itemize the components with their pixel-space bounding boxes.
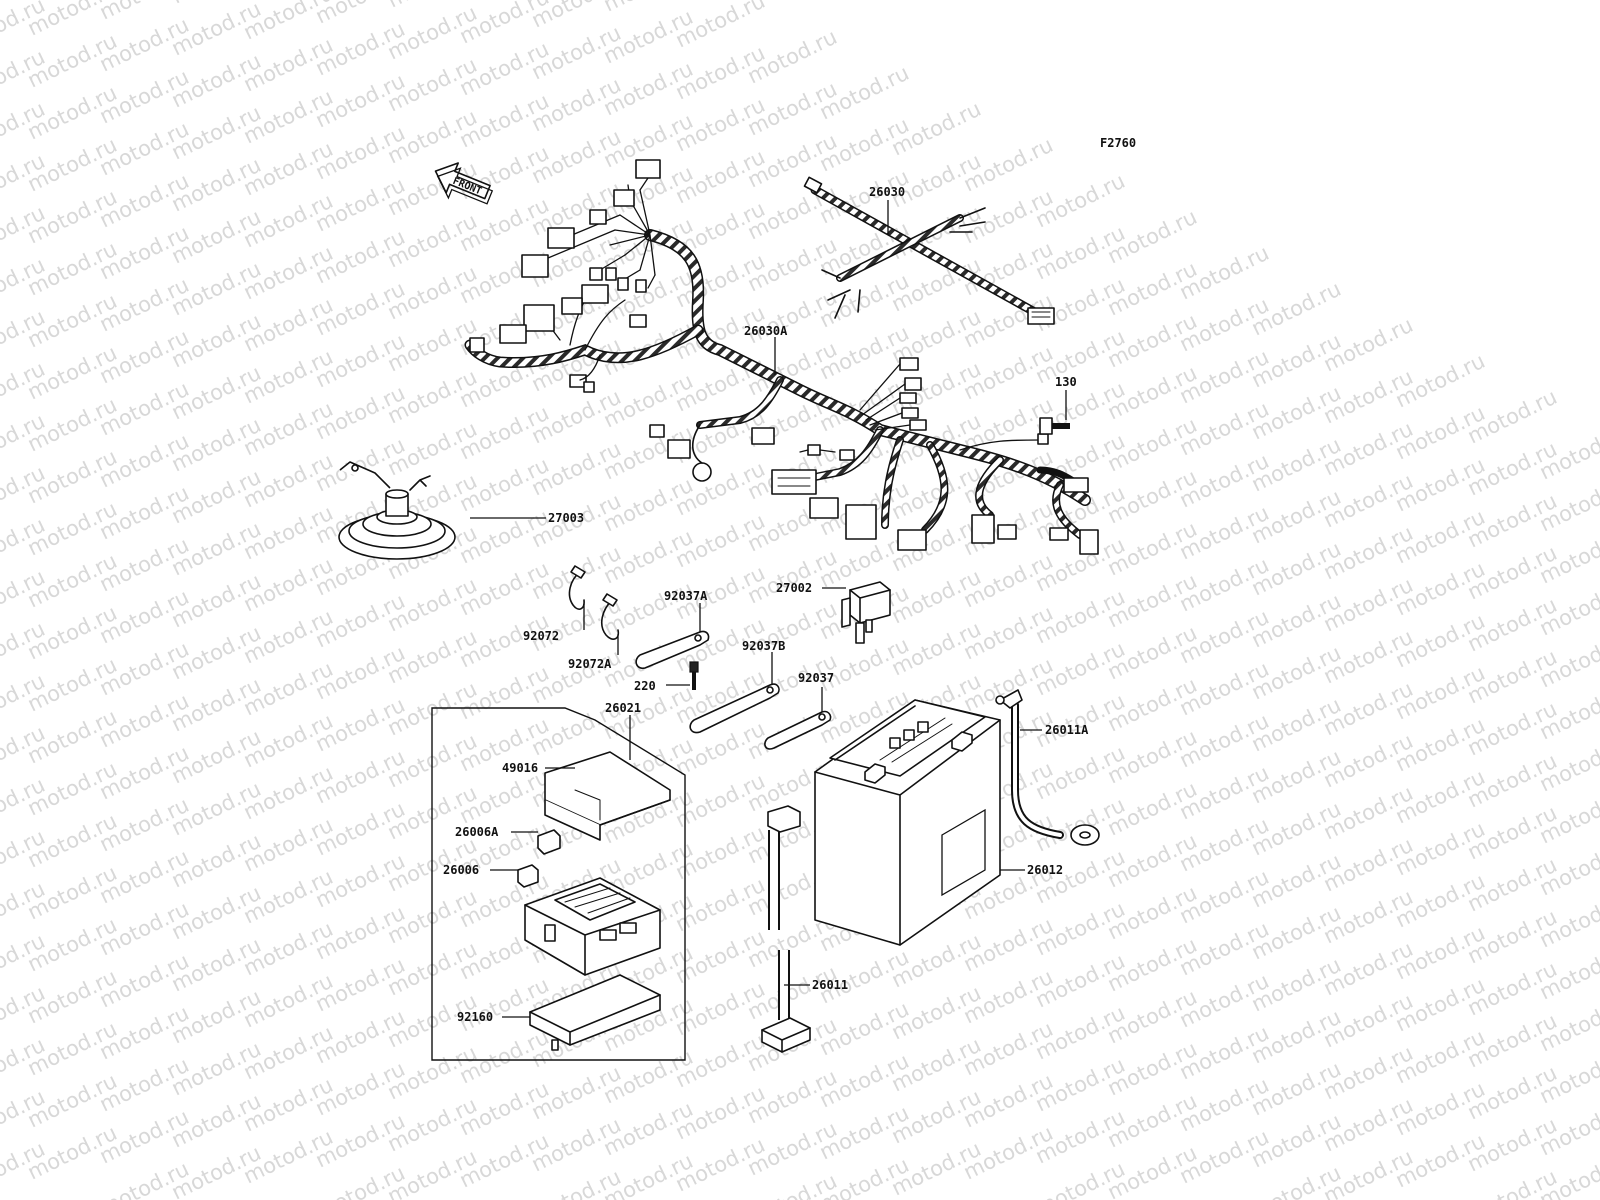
fuse-box-group-outline [431,707,686,1061]
front-arrow: FRONT [434,162,494,205]
label-26011A: 26011A [1045,723,1089,737]
horn-27003 [338,461,456,560]
label-26021: 26021 [605,701,641,715]
main-harness-26030A [464,159,1099,555]
fuse-box-lid-92160 [529,974,661,1051]
strap-92037A [635,630,710,670]
fuse-box-body [524,877,661,976]
label-26006: 26006 [443,863,479,877]
strap-92037 [764,710,832,750]
label-27003: 27003 [548,511,584,525]
label-92072: 92072 [523,629,559,643]
label-27002: 27002 [776,581,812,595]
fuse-26006 [517,864,539,888]
fuse-box-cover-49016 [544,751,671,841]
fuse-26006A [537,829,561,855]
label-26006A: 26006A [455,825,499,839]
label-26030A: 26030A [744,324,788,338]
label-92072A: 92072A [568,657,612,671]
label-26012: 26012 [1027,863,1063,877]
figure-code: F2760 [1100,136,1136,150]
label-130: 130 [1055,375,1077,389]
label-92037B: 92037B [742,639,785,653]
label-49016: 49016 [502,761,538,775]
label-92160: 92160 [457,1010,493,1024]
sub-harness-26030 [803,176,1055,325]
battery-26012 [814,699,1001,946]
bolt-130 [1039,417,1070,435]
label-92037: 92037 [798,671,834,685]
battery-cable-26011A [995,689,1100,846]
label-26011: 26011 [812,978,848,992]
screw-220 [689,661,699,690]
clamp-92072 [568,565,586,610]
vent-tube-26011 [761,805,811,1053]
strap-92037B [689,683,780,734]
label-26030: 26030 [869,185,905,199]
label-92037A: 92037A [664,589,708,603]
relay-27002 [841,581,891,644]
part-labels: 26030 26030A 130 27003 92072 92072A 9203… [443,185,1089,1024]
label-220: 220 [634,679,656,693]
leader-lines [470,200,1067,1018]
